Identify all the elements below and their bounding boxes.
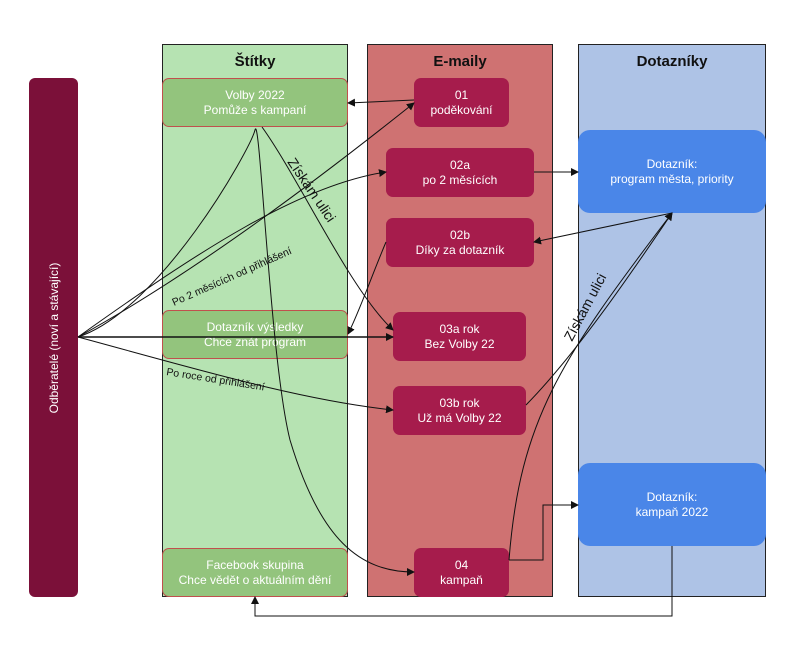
label-ziskam-ulici-1: Získám ulici (285, 155, 340, 225)
label-po-2-mesicich: Po 2 měsících od přihlášení (170, 245, 293, 309)
email-03b-line2: Už má Volby 22 (417, 410, 502, 425)
tag-facebook-skupina-line2: Chce vědět o aktuálním dění (178, 572, 332, 587)
survey-program-line2: program města, priority (610, 171, 734, 186)
arrow-sub-to-02a (77, 169, 387, 338)
email-03a-line1: 03a rok (439, 321, 480, 336)
arrow-04-to-kampan (509, 501, 579, 561)
email-01-line2: poděkování (430, 102, 493, 117)
survey-kampan-line2: kampaň 2022 (635, 504, 709, 519)
label-po-roce: Po roce od přihlášení (166, 366, 266, 393)
email-03a: 03a rok Bez Volby 22 (393, 312, 526, 361)
email-02b: 02b Díky za dotazník (386, 218, 534, 267)
arrow-02b-to-vysledky (347, 241, 387, 335)
survey-program-line1: Dotazník: (646, 156, 698, 171)
tag-dotaznik-vysledky-line2: Chce znát program (203, 334, 307, 349)
tag-dotaznik-vysledky-line1: Dotazník výsledky (206, 319, 304, 334)
arrow-01-to-volby (347, 98, 415, 107)
email-02b-line2: Díky za dotazník (415, 242, 505, 257)
tag-facebook-skupina-line1: Facebook skupina (206, 557, 304, 572)
email-02a: 02a po 2 měsících (386, 148, 534, 197)
column-tags-title: Štítky (234, 53, 276, 70)
email-03a-line2: Bez Volby 22 (424, 336, 495, 351)
column-surveys-title: Dotazníky (636, 53, 708, 70)
arrow-volby-to-03a (261, 126, 394, 331)
arrow-03b-to-program (525, 212, 673, 406)
subscribers-node: Odběratelé (noví a stávající) (29, 78, 78, 597)
email-03b-line1: 03b rok (439, 395, 480, 410)
survey-program: Dotazník: program města, priority (578, 130, 766, 213)
email-01: 01 poděkování (414, 78, 509, 127)
email-02b-line1: 02b (449, 227, 471, 242)
email-02a-line1: 02a (449, 157, 471, 172)
arrow-kampan-to-facebook (251, 546, 673, 617)
email-04: 04 kampaň (414, 548, 509, 597)
arrow-sub-to-04 (77, 128, 415, 576)
survey-kampan-line1: Dotazník: (646, 489, 698, 504)
tag-dotaznik-vysledky: Dotazník výsledky Chce znát program (162, 310, 348, 359)
arrow-04-to-program (508, 212, 673, 561)
survey-kampan: Dotazník: kampaň 2022 (578, 463, 766, 546)
column-emails-title: E-maily (433, 53, 487, 70)
arrow-sub-to-03b (77, 336, 394, 414)
tag-facebook-skupina: Facebook skupina Chce vědět o aktuálním … (162, 548, 348, 597)
tag-volby-2022-line2: Pomůže s kampaní (203, 102, 307, 117)
arrow-sub-to-01 (77, 102, 415, 338)
arrow-program-to-02b (533, 212, 673, 245)
email-04-line1: 04 (454, 557, 469, 572)
email-03b: 03b rok Už má Volby 22 (393, 386, 526, 435)
email-04-line2: kampaň (440, 572, 483, 587)
email-02a-line2: po 2 měsících (422, 172, 498, 187)
tag-volby-2022-line1: Volby 2022 (225, 87, 285, 102)
email-01-line1: 01 (454, 87, 469, 102)
